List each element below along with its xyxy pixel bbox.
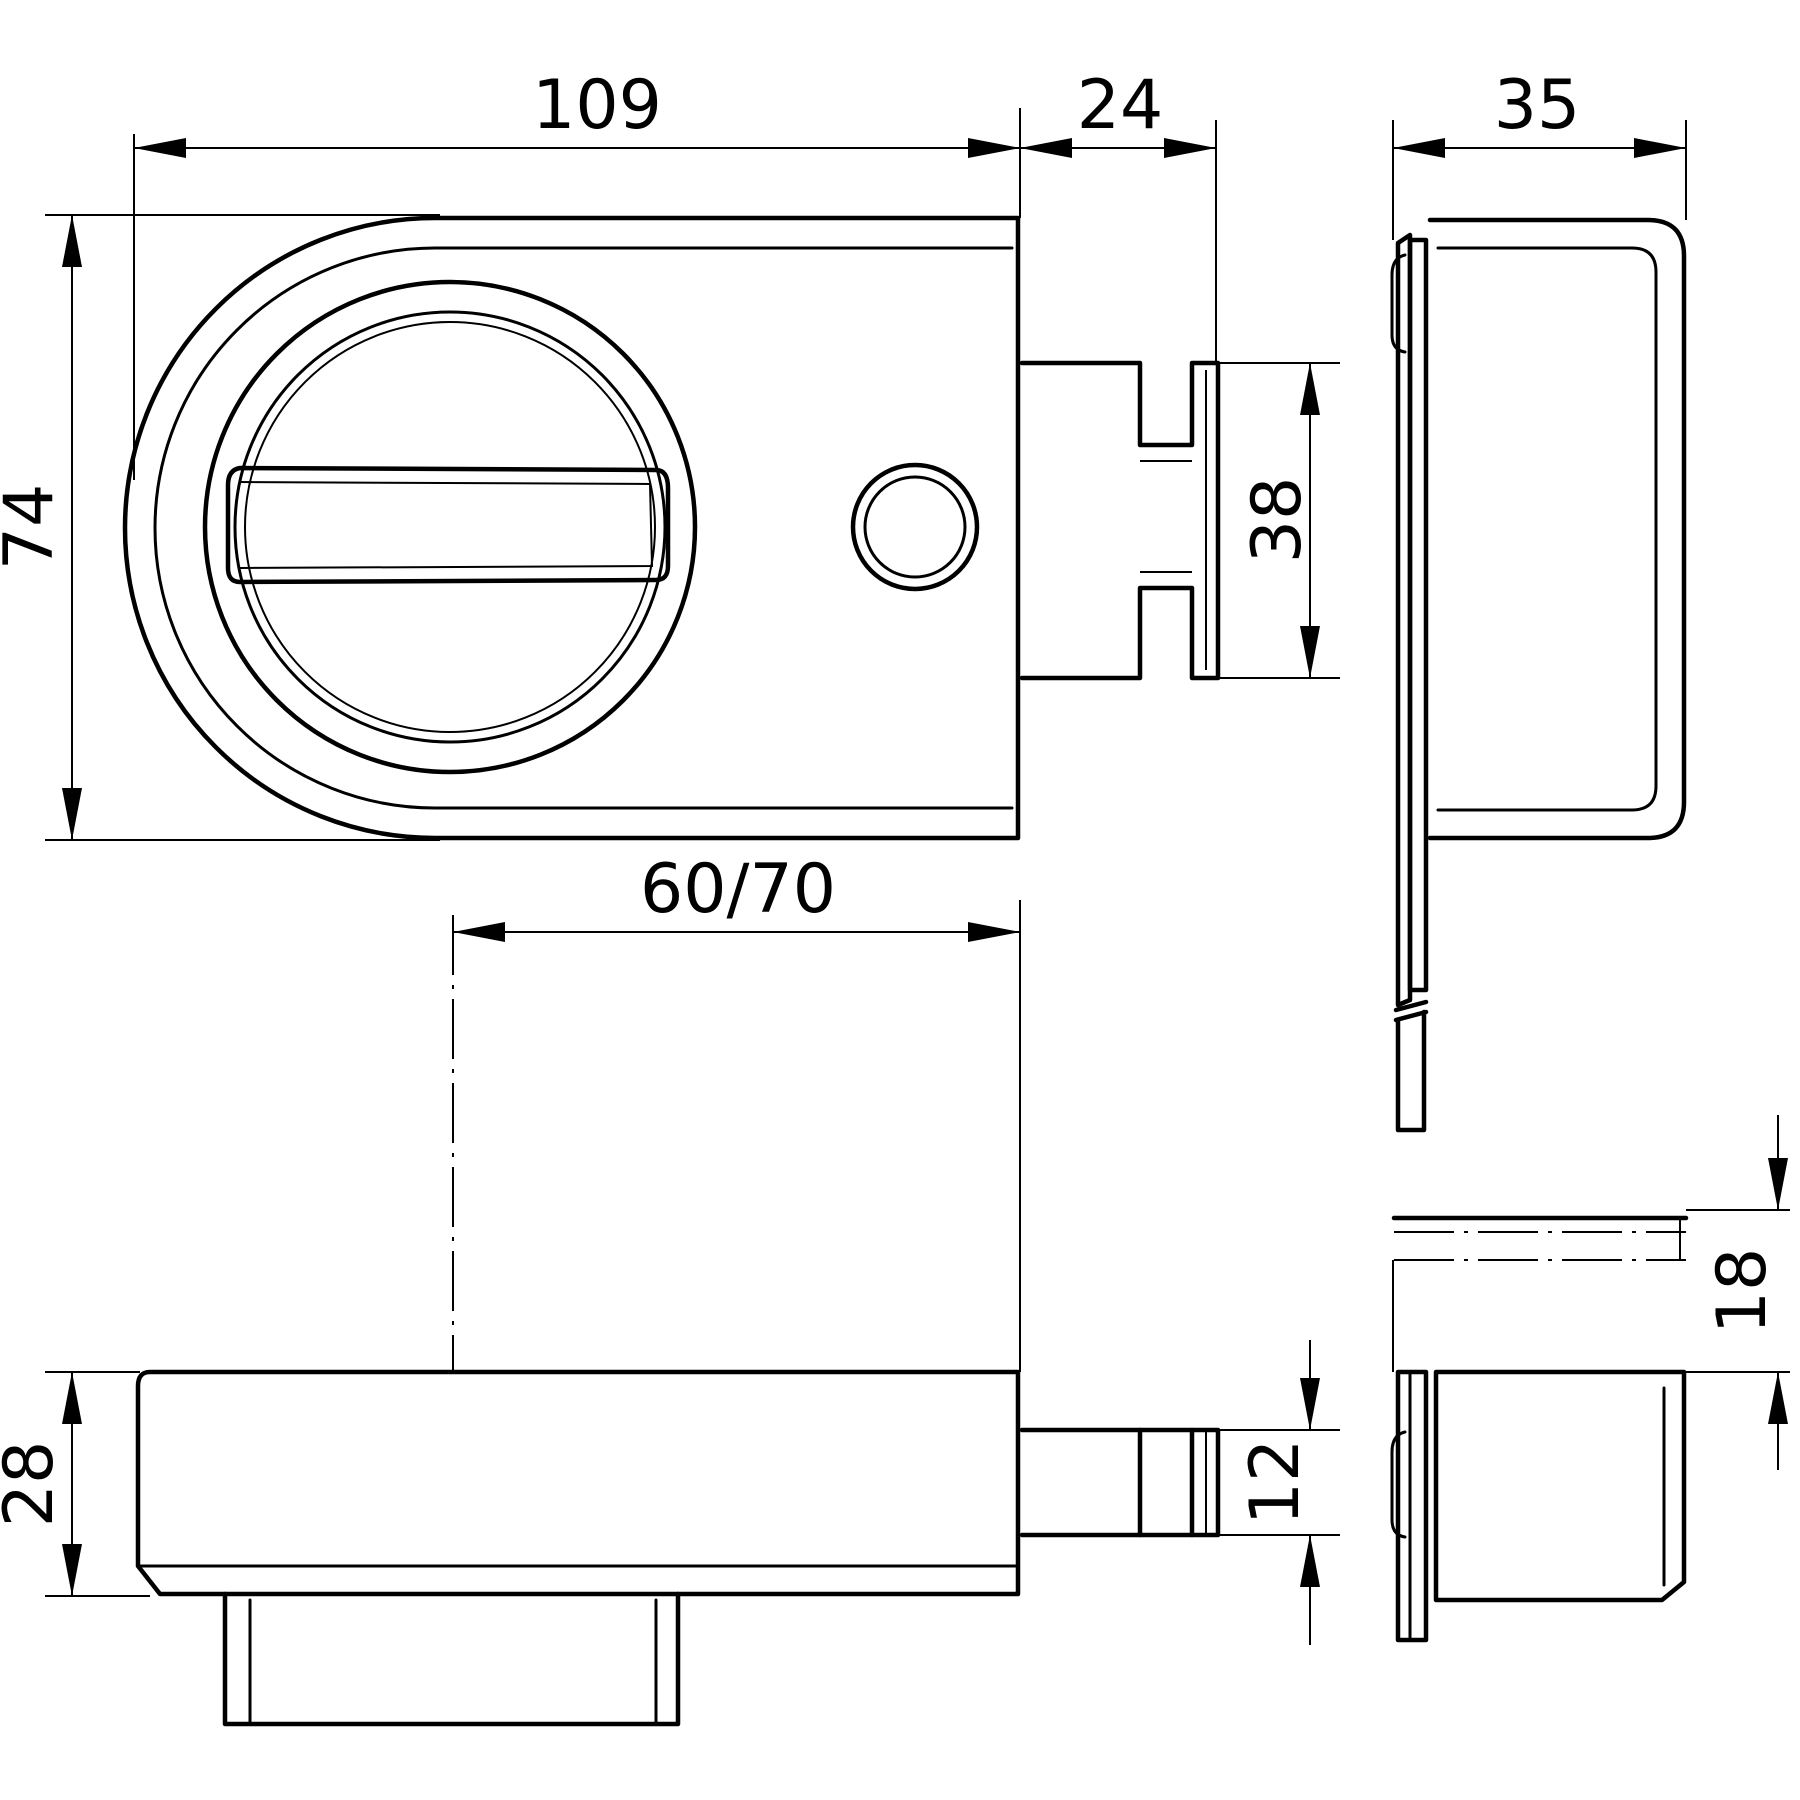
dimension-labels: 109 24 35 74 38 60/70 28 12 18 <box>0 66 1782 1527</box>
thumb-turn-rose-outer <box>202 279 698 775</box>
cylinder-button-outer <box>850 462 980 592</box>
dimension-18-label: 18 <box>1703 1248 1782 1335</box>
top-view <box>135 1369 1221 1727</box>
top-rose-projection <box>222 1591 681 1727</box>
side-box-inner <box>1436 246 1658 812</box>
cylinder-button-inner <box>863 475 967 579</box>
top-bolt <box>1019 1427 1221 1538</box>
thumb-turn-handle <box>225 465 671 585</box>
dimension-74-label: 74 <box>0 484 69 571</box>
dimension-60-70-label: 60/70 <box>640 850 836 929</box>
side-box-outline <box>1427 217 1687 841</box>
keeper-view <box>1390 1215 1689 1643</box>
bolt-profile <box>1019 360 1221 681</box>
dimension-28-label: 28 <box>0 1441 69 1528</box>
thumb-turn-handle-inner <box>239 481 654 569</box>
keeper-plate <box>1395 1369 1429 1643</box>
thumb-turn-rose-ring <box>244 321 656 733</box>
dimension-12-label: 12 <box>1236 1439 1315 1526</box>
dimension-lines <box>62 138 1788 1645</box>
dimension-35-label: 35 <box>1494 66 1581 145</box>
top-body-outline <box>135 1369 1021 1597</box>
lock-body-inner-contour <box>153 246 1014 810</box>
side-mounting-plate <box>1395 232 1413 1008</box>
side-view <box>1390 217 1687 1133</box>
dimension-38-label: 38 <box>1238 477 1317 564</box>
side-keeper-plate <box>1407 237 1429 993</box>
lock-body-outline <box>122 215 1021 841</box>
front-view <box>122 215 1221 841</box>
extension-lines <box>45 108 1790 1597</box>
dimension-24-label: 24 <box>1077 66 1164 145</box>
keeper-box <box>1433 1369 1687 1603</box>
thumb-turn-rose-inner <box>233 310 667 744</box>
dimension-109-label: 109 <box>532 66 662 145</box>
